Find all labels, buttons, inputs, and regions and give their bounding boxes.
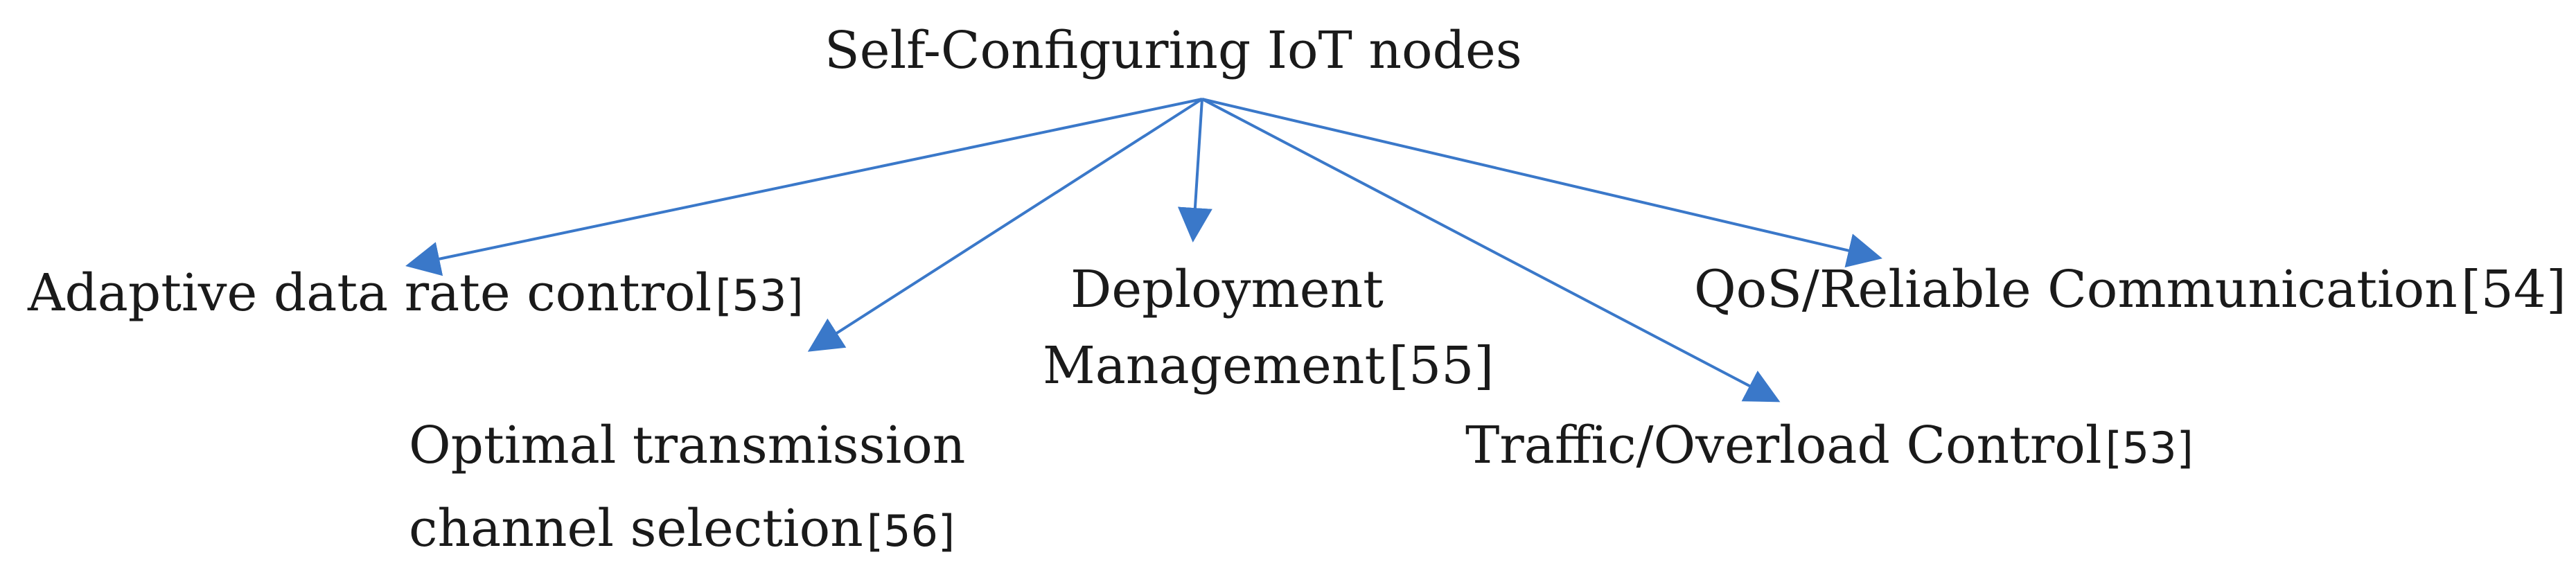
root-node: Self-Configuring IoT nodes <box>824 21 1522 81</box>
child-node-optimal-line2: channel selection [56] <box>409 499 955 559</box>
optimal-node-label-line1: Optimal transmission <box>409 416 966 475</box>
deployment-node-ref: [55] <box>1388 336 1494 396</box>
deployment-node-label-line1: Deployment <box>1070 260 1384 319</box>
child-node-deployment-line2: Management [55] <box>1043 336 1494 396</box>
adaptive-node-ref: [53] <box>715 270 804 321</box>
root-node-label: Self-Configuring IoT nodes <box>824 21 1522 80</box>
deployment-node-label-line2: Management <box>1043 336 1386 396</box>
child-node-adaptive-data-rate: Adaptive data rate control [53] <box>28 263 804 324</box>
traffic-node-ref: [53] <box>2105 423 2194 473</box>
child-node-deployment-line1: Deployment <box>1070 260 1384 320</box>
optimal-node-ref: [56] <box>866 506 955 556</box>
arrow-to-optimal-channel <box>807 98 1203 352</box>
optimal-node-label-line2: channel selection <box>409 499 863 558</box>
child-node-qos: QoS/Reliable Communication [54] <box>1694 260 2566 320</box>
adaptive-node-label: Adaptive data rate control <box>28 263 712 323</box>
qos-node-label: QoS/Reliable Communication <box>1694 260 2458 319</box>
arrow-to-traffic-control <box>1201 98 1781 402</box>
qos-node-ref: [54] <box>2460 260 2566 319</box>
child-node-optimal-line1: Optimal transmission <box>409 416 965 476</box>
child-node-traffic-overload: Traffic/Overload Control [53] <box>1465 416 2194 476</box>
arrow-to-deployment <box>1177 98 1212 242</box>
arrow-to-adaptive-rate <box>405 98 1203 276</box>
arrow-to-qos <box>1201 98 1882 268</box>
traffic-node-label: Traffic/Overload Control <box>1465 416 2102 475</box>
